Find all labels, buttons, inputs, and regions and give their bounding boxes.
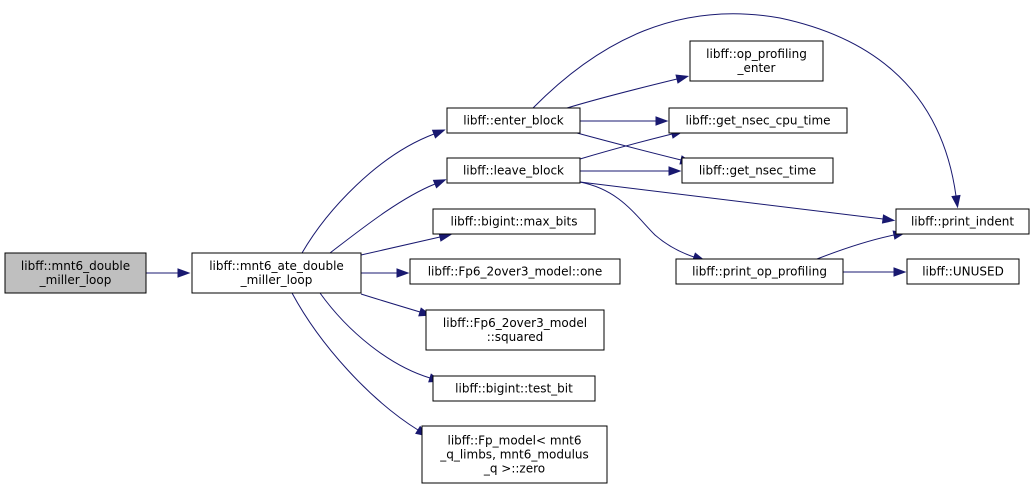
node-label-line: libff::Fp6_2over3_model::one [428, 265, 603, 279]
edge-line [579, 133, 673, 160]
node-box [446, 107, 581, 134]
node-label-line: _q_limbs, mnt6_modulus [439, 448, 589, 462]
node-label-line: libff::enter_block [463, 114, 564, 128]
edge-line [319, 292, 431, 379]
edge-leave_block-to-print_op_prof [579, 181, 706, 262]
arrowhead-icon [893, 267, 907, 277]
arrowhead-icon [177, 268, 191, 278]
node-label-line: libff::UNUSED [922, 265, 1004, 279]
arrowhead-icon [951, 194, 961, 209]
node-box [689, 40, 824, 82]
edge-enter_block-to-nsec_time [576, 132, 694, 165]
node-print_op_prof[interactable]: libff::print_op_profiling [675, 258, 844, 285]
node-ate[interactable]: libff::mnt6_ate_double_miller_loop [191, 252, 362, 294]
edge-line [566, 78, 678, 109]
arrowhead-icon [396, 268, 410, 278]
edge-line [329, 183, 436, 254]
node-squared[interactable]: libff::Fp6_2over3_model::squared [425, 309, 605, 351]
node-op_prof_enter[interactable]: libff::op_profiling_enter [689, 40, 824, 82]
edge-line [291, 292, 419, 431]
node-label-line: libff::get_nsec_time [699, 164, 816, 178]
edge-leave_block-to-cpu_time [579, 129, 685, 160]
edge-enter_block-to-op_prof_enter [566, 74, 690, 109]
arrowhead-icon [675, 74, 690, 84]
node-box [425, 309, 605, 351]
edge-ate-to-squared [360, 293, 432, 317]
node-box [675, 258, 844, 285]
node-box [432, 375, 596, 402]
edge-line [579, 181, 884, 220]
edge-ate-to-enter_block [301, 129, 446, 254]
call-graph-nodes: libff::mnt6_double_miller_looplibff::mnt… [4, 40, 1030, 484]
node-unused[interactable]: libff::UNUSED [906, 258, 1020, 285]
node-enter_block[interactable]: libff::enter_block [446, 107, 581, 134]
node-label-line: libff::mnt6_double [21, 259, 130, 273]
node-label-line: libff::get_nsec_cpu_time [685, 114, 830, 128]
node-box [895, 208, 1030, 235]
edge-ate-to-one [361, 268, 410, 278]
node-box [421, 425, 608, 484]
arrowhead-icon [655, 116, 669, 126]
node-label-line: libff::bigint::max_bits [451, 215, 578, 229]
node-root: libff::mnt6_double_miller_loop [4, 252, 147, 294]
node-one[interactable]: libff::Fp6_2over3_model::one [409, 258, 621, 285]
node-cpu_time[interactable]: libff::get_nsec_cpu_time [668, 107, 848, 134]
arrowhead-icon [881, 214, 896, 224]
node-max_bits[interactable]: libff::bigint::max_bits [432, 208, 596, 235]
node-label-line: libff::bigint::test_bit [455, 382, 573, 396]
node-label-line: _miller_loop [240, 273, 313, 287]
edge-line [360, 236, 441, 256]
node-label-line: _enter [736, 61, 775, 75]
node-zero[interactable]: libff::Fp_model< mnt6_q_limbs, mnt6_modu… [421, 425, 608, 484]
node-nsec_time[interactable]: libff::get_nsec_time [681, 157, 834, 184]
node-label-line: libff::op_profiling [706, 47, 807, 61]
call-graph-edges [146, 13, 961, 437]
edge-line [579, 181, 695, 258]
node-print_indent[interactable]: libff::print_indent [895, 208, 1030, 235]
arrowhead-icon [431, 129, 446, 139]
edge-leave_block-to-nsec_time [579, 166, 682, 176]
edge-print_op_prof-to-unused [843, 267, 907, 277]
edge-line [360, 293, 421, 313]
edge-print_op_prof-to-print_indent [816, 230, 907, 260]
node-label-line: libff::print_indent [911, 215, 1014, 229]
node-box [191, 252, 362, 294]
node-box [4, 252, 147, 294]
node-box [668, 107, 848, 134]
node-leave_block[interactable]: libff::leave_block [446, 157, 581, 184]
node-label-line: ::squared [487, 330, 544, 344]
node-label-line: libff::Fp6_2over3_model [443, 316, 587, 330]
edge-line [576, 132, 682, 161]
node-label-line: libff::mnt6_ate_double [209, 259, 344, 273]
node-label-line: libff::leave_block [463, 164, 564, 178]
edge-line [301, 133, 435, 254]
arrowhead-icon [432, 179, 447, 189]
edge-enter_block-to-print_indent [532, 13, 961, 209]
edge-ate-to-max_bits [360, 232, 453, 256]
edge-ate-to-zero [291, 292, 429, 437]
node-test_bit[interactable]: libff::bigint::test_bit [432, 375, 596, 402]
node-label-line: libff::print_op_profiling [692, 265, 827, 279]
edge-root-to-ate [146, 268, 191, 278]
arrowhead-icon [668, 166, 682, 176]
node-label-line: libff::Fp_model< mnt6 [447, 434, 581, 448]
node-box [432, 208, 596, 235]
edge-line [816, 234, 895, 260]
edge-ate-to-leave_block [329, 179, 447, 254]
edge-line [532, 13, 957, 197]
node-box [681, 157, 834, 184]
node-box [446, 157, 581, 184]
edge-ate-to-test_bit [319, 292, 442, 383]
node-label-line: _q >::zero [483, 462, 545, 476]
edge-leave_block-to-print_indent [579, 181, 896, 224]
node-label-line: _miller_loop [39, 273, 112, 287]
node-box [906, 258, 1020, 285]
edge-enter_block-to-cpu_time [579, 116, 669, 126]
node-box [409, 258, 621, 285]
